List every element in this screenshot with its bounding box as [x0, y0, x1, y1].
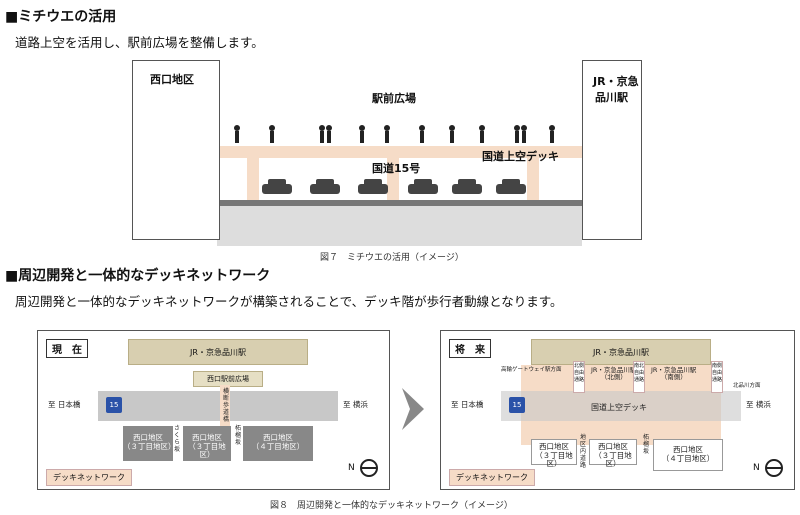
future-map: 将 来 JR・京急品川駅 高輪ゲートウェイ駅方面 北側自由通路 JR・京急品川駅… [440, 330, 795, 490]
current-legend: デッキネットワーク [46, 469, 132, 486]
route-15-icon: 15 [509, 397, 525, 413]
current-to-yokohama: 至 横浜 [343, 400, 368, 409]
station-label-2: 品川駅 [595, 91, 628, 104]
plaza-label: 駅前広場 [372, 92, 416, 105]
deck-label: 国道上空デッキ [482, 150, 559, 163]
current-to-nihonbashi: 至 日本橋 [48, 400, 81, 409]
current-road [98, 391, 338, 421]
michiue-illustration: 西口地区 JR・京急 品川駅 駅前広場 国道15号 国道上空デッキ [132, 60, 642, 246]
future-block-2: 西口地区 （３丁目地区） [589, 439, 637, 468]
future-station: JR・京急品川駅 [531, 339, 711, 365]
kitashinagawa-label: 北品川方面 [733, 383, 761, 389]
south-passage: 南側自由通路 [711, 361, 723, 393]
north-arrow-icon [360, 459, 378, 477]
current-sakura: さくら坂 [173, 425, 180, 453]
current-title: 現 在 [46, 339, 88, 358]
current-kashiwagi: 柘榴坂 [234, 425, 241, 446]
future-deck-label: 国道上空デッキ [591, 403, 647, 412]
overpass-deck [220, 146, 582, 158]
station-building: JR・京急 品川駅 [582, 60, 642, 240]
figure7-caption: 図７ ミチウエの活用（イメージ） [320, 253, 464, 263]
future-station-south: JR・京急品川駅 （南側） [651, 366, 697, 382]
ground [217, 200, 582, 246]
west-building: 西口地区 [132, 60, 220, 240]
future-north: N [753, 463, 760, 473]
section2-text: 周辺開発と一体的なデッキネットワークが構築されることで、デッキ階が歩行者動線とな… [15, 294, 563, 309]
current-bridge-deck [220, 385, 230, 433]
future-to-yokohama: 至 横浜 [746, 400, 771, 409]
future-road [501, 391, 741, 421]
section1-heading: ■ミチウエの活用 [5, 9, 117, 25]
north-passage: 北側自由通路 [573, 361, 585, 393]
deck-pillar [527, 158, 539, 200]
future-block-3: 西口地区 （４丁目地区） [653, 439, 723, 471]
section2-heading: ■周辺開発と一体的なデッキネットワーク [5, 268, 271, 284]
west-building-label: 西口地区 [150, 73, 194, 86]
section1-text: 道路上空を活用し、駅前広場を整備します。 [15, 35, 264, 50]
pedestrians-icon [234, 125, 555, 143]
ns-passage: 南北自由通路 [633, 361, 645, 393]
current-block-2: 西口地区 （３丁目地区） [183, 426, 231, 461]
station-label-1: JR・京急 [593, 75, 639, 88]
current-block-3: 西口地区 （４丁目地区） [243, 426, 313, 461]
current-map: 現 在 JR・京急品川駅 西口駅前広場 至 日本橋 至 横浜 15 横断歩道橋 … [37, 330, 390, 490]
future-station-north: JR・京急品川駅 （北側） [591, 366, 637, 382]
current-bridge-label: 横断歩道橋 [222, 388, 229, 423]
takanawa-label: 高輪ゲートウェイ駅方面 [501, 367, 562, 373]
figure8-caption: 図８ 周辺開発と一体的なデッキネットワーク（イメージ） [270, 501, 513, 511]
future-legend: デッキネットワーク [449, 469, 535, 486]
current-north: N [348, 463, 355, 473]
future-block-1: 西口地区 （３丁目地区） [531, 439, 577, 468]
area-road-label: 地区内道路 [579, 434, 586, 469]
route-15-icon: 15 [106, 397, 122, 413]
deck-pillar [387, 158, 399, 200]
future-kashiwagi: 柘榴坂 [642, 434, 649, 455]
future-to-nihonbashi: 至 日本橋 [451, 400, 484, 409]
north-arrow-icon [765, 459, 783, 477]
road-label: 国道15号 [372, 162, 421, 175]
arrow-right-icon [402, 388, 424, 430]
cars-icon [262, 179, 526, 194]
deck-pillar [247, 158, 259, 200]
future-title: 将 来 [449, 339, 491, 358]
current-station: JR・京急品川駅 [128, 339, 308, 365]
current-block-1: 西口地区 （３丁目地区） [123, 426, 176, 461]
